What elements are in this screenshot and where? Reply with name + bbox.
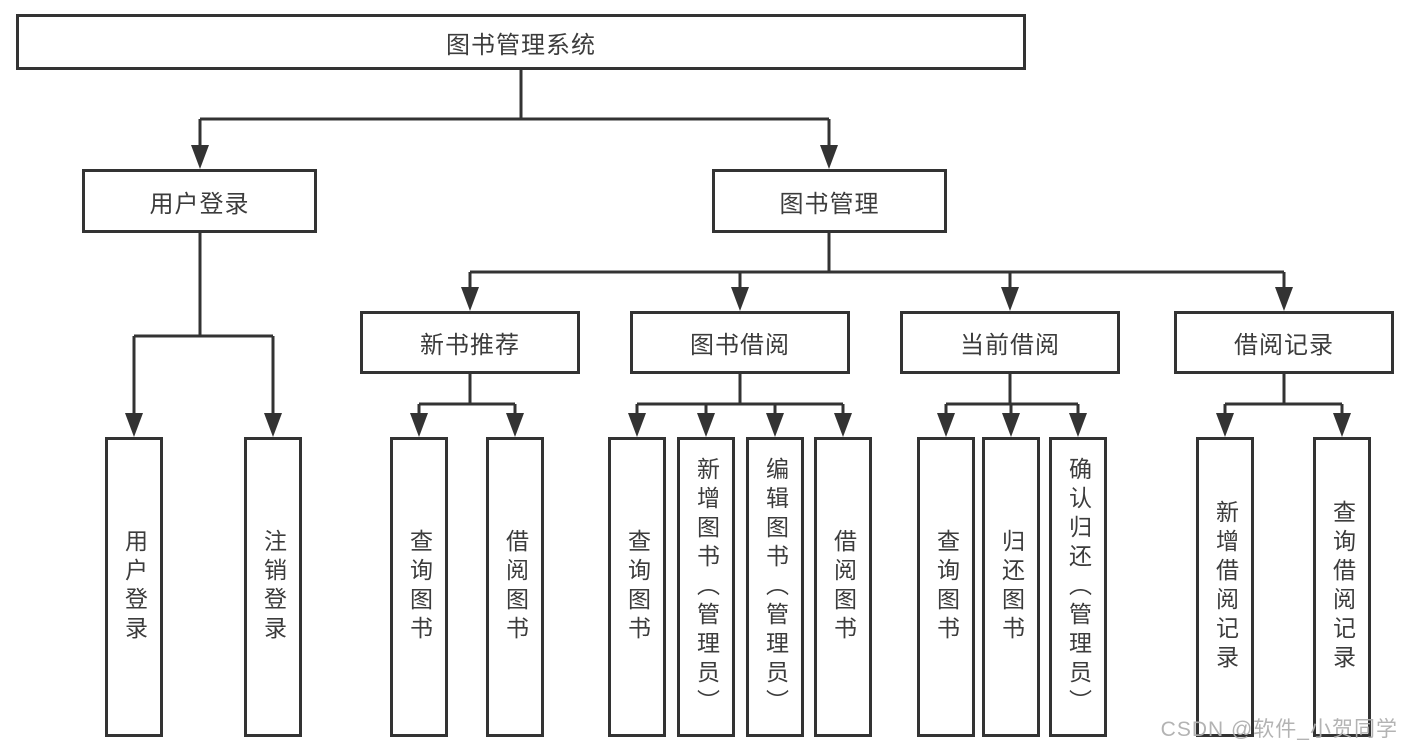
node-book-management: 图书管理 (712, 169, 947, 233)
node-label: 新书推荐 (420, 332, 520, 359)
node-label: 借阅图书 (502, 529, 529, 645)
node-label: 查询图书 (933, 529, 960, 645)
node-label: 借阅记录 (1234, 332, 1334, 359)
csdn-watermark: CSDN @软件_小贺同学 (1160, 718, 1398, 741)
node-query-books-borrow: 查询图书 (608, 437, 666, 737)
node-user-login-group: 用户登录 (82, 169, 317, 233)
node-label: 归还图书 (998, 529, 1025, 645)
node-label: 用户登录 (121, 529, 148, 645)
node-label: 确认归还（管理员） (1065, 456, 1092, 718)
node-label: 当前借阅 (960, 332, 1060, 359)
node-return-books: 归还图书 (982, 437, 1040, 737)
node-label: 新增借阅记录 (1212, 500, 1239, 674)
node-current-borrow: 当前借阅 (900, 311, 1120, 374)
node-query-books-recommend: 查询图书 (390, 437, 448, 737)
node-edit-books-admin: 编辑图书（管理员） (746, 437, 804, 737)
node-library-management-system: 图书管理系统 (16, 14, 1026, 70)
node-label: 用户登录 (149, 190, 250, 218)
node-label: 图书管理系统 (446, 31, 596, 59)
node-logout: 注销登录 (244, 437, 302, 737)
node-borrow-books: 借阅图书 (814, 437, 872, 737)
node-label: 查询图书 (406, 529, 433, 645)
arrowheads (125, 145, 1351, 437)
node-confirm-return-admin: 确认归还（管理员） (1049, 437, 1107, 737)
node-label: 借阅图书 (830, 529, 857, 645)
node-label: 查询借阅记录 (1329, 500, 1356, 674)
node-label: 新增图书（管理员） (693, 456, 720, 718)
node-user-login: 用户登录 (105, 437, 163, 737)
node-query-borrow-record: 查询借阅记录 (1313, 437, 1371, 737)
node-label: 编辑图书（管理员） (762, 456, 789, 718)
node-label: 图书借阅 (690, 332, 790, 359)
node-borrow-books-recommend: 借阅图书 (486, 437, 544, 737)
node-add-borrow-record: 新增借阅记录 (1196, 437, 1254, 737)
node-label: 查询图书 (624, 529, 651, 645)
node-book-borrow: 图书借阅 (630, 311, 850, 374)
node-query-books-current: 查询图书 (917, 437, 975, 737)
node-label: 注销登录 (260, 529, 287, 645)
node-label: 图书管理 (779, 190, 880, 218)
node-add-books-admin: 新增图书（管理员） (677, 437, 735, 737)
node-borrow-records: 借阅记录 (1174, 311, 1394, 374)
node-new-book-recommend: 新书推荐 (360, 311, 580, 374)
